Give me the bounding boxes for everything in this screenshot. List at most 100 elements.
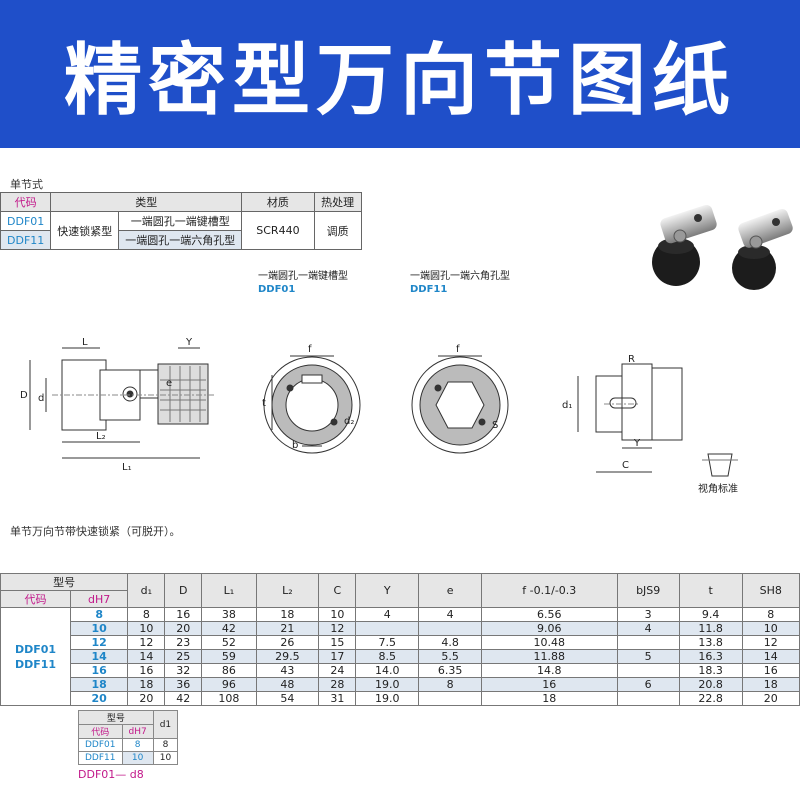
dims-cell-d: 36: [164, 677, 203, 692]
dims-cell-s: 14: [741, 649, 800, 664]
dims-cell-l1: 42: [201, 621, 257, 636]
dims-cell-b: 5: [616, 649, 680, 664]
shaft-end-drawing: R d₁ C Y: [562, 354, 683, 473]
spec-header-type: 类型: [50, 192, 243, 212]
order-example-text: DDF01— d8: [78, 768, 144, 781]
dims-cell-b: [616, 691, 680, 706]
technical-drawings: L Y D d e L₂ L₁ f t b d₂ f S: [20, 337, 738, 495]
dims-cell-l1: 38: [201, 607, 257, 622]
spec-header-code: 代码: [0, 192, 52, 212]
dims-cell-l2: 54: [255, 691, 320, 706]
side-view-drawing: L Y D d e L₂ L₁: [20, 337, 215, 473]
order-row-d1: 10: [152, 751, 179, 765]
caption-keyway: 一端圆孔一端键槽型 DDF01: [258, 270, 348, 296]
dims-cell-c: 10: [318, 607, 357, 622]
dims-cell-y: 7.5: [355, 635, 420, 650]
dims-cell-c: 12: [318, 621, 357, 636]
dims-col-Y: Y: [355, 573, 420, 608]
label-d2: d₂: [344, 416, 354, 427]
title-banner: 精密型万向节图纸: [0, 0, 800, 148]
dims-cell-f: 18: [481, 691, 618, 706]
dimension-table: 型号 d₁ D L₁ L₂ C Y e f -0.1/-0.3 bJS9 t S…: [0, 573, 800, 706]
dims-cell-f: 6.56: [481, 607, 618, 622]
order-row-dh7: 8: [121, 738, 154, 752]
view-angle-label: 视角标准: [698, 482, 738, 495]
dims-cell-c: 15: [318, 635, 357, 650]
dims-cell-l2: 29.5: [255, 649, 320, 664]
order-row-code: DDF01: [78, 738, 123, 752]
order-row-dh7: 10: [121, 751, 154, 765]
front-view-keyway: f t b d₂: [262, 344, 361, 454]
dims-cell-d1: 14: [127, 649, 166, 664]
caption-keyway-code: DDF01: [258, 284, 296, 295]
label-b: b: [292, 440, 298, 451]
dims-cell-d: 23: [164, 635, 203, 650]
dims-col-C: C: [318, 573, 357, 608]
spec-lock-type: 快速锁紧型: [50, 211, 120, 250]
dims-cell-t: 11.8: [678, 621, 743, 636]
dims-cell-d1: 18: [127, 677, 166, 692]
dims-cell-f: 16: [481, 677, 618, 692]
dims-cell-e: 5.5: [418, 649, 482, 664]
dims-cell-y: 19.0: [355, 691, 420, 706]
dims-cell-b: [616, 663, 680, 678]
dims-cell-y: [355, 621, 420, 636]
dims-cell-e: 4: [418, 607, 482, 622]
label-L1: L₁: [122, 462, 132, 473]
dims-cell-d1: 12: [127, 635, 166, 650]
order-row-d1: 8: [152, 738, 179, 752]
caption-keyway-label: 一端圆孔一端键槽型: [258, 271, 348, 282]
dims-cell-d: 25: [164, 649, 203, 664]
label-e: e: [166, 378, 172, 389]
dims-cell-s: 20: [741, 691, 800, 706]
dims-cell-c: 17: [318, 649, 357, 664]
dims-header-code: 代码: [0, 590, 71, 608]
dims-cell-l1: 96: [201, 677, 257, 692]
spec-section-label: 单节式: [10, 178, 43, 191]
label-f-hex: f: [456, 344, 460, 355]
dims-cell-t: 13.8: [678, 635, 743, 650]
dims-cell-y: 14.0: [355, 663, 420, 678]
dims-cell-l2: 21: [255, 621, 320, 636]
spec-code-ddf11: DDF11: [0, 230, 52, 250]
label-C: C: [622, 460, 629, 471]
view-angle-symbol: 视角标准: [698, 453, 738, 495]
dims-cell-b: 3: [616, 607, 680, 622]
dims-size: 8: [69, 607, 129, 622]
label-f-keyway: f: [308, 344, 312, 355]
dims-cell-d: 16: [164, 607, 203, 622]
label-Y: Y: [185, 337, 193, 348]
dims-cell-b: 6: [616, 677, 680, 692]
dims-col-b: bJS9: [616, 573, 680, 608]
label-R: R: [628, 354, 635, 365]
dims-cell-c: 24: [318, 663, 357, 678]
dims-cell-e: [418, 621, 482, 636]
dims-cell-t: 18.3: [678, 663, 743, 678]
dims-cell-s: 10: [741, 621, 800, 636]
dims-cell-l1: 108: [201, 691, 257, 706]
dims-cell-l2: 48: [255, 677, 320, 692]
dims-col-D: D: [164, 573, 203, 608]
dims-size: 18: [69, 677, 129, 692]
spec-header-material: 材质: [241, 192, 315, 212]
banner-title: 精密型万向节图纸: [63, 36, 736, 126]
label-L: L: [82, 337, 88, 348]
dims-cell-f: 11.88: [481, 649, 618, 664]
joint-photo-left: [652, 204, 717, 286]
dims-col-L1: L₁: [201, 573, 257, 608]
dims-cell-e: 6.35: [418, 663, 482, 678]
dims-cell-e: 8: [418, 677, 482, 692]
dims-col-f: f -0.1/-0.3: [481, 573, 618, 608]
dims-cell-y: 4: [355, 607, 420, 622]
dims-cell-e: [418, 691, 482, 706]
product-photo: [652, 204, 793, 290]
order-header-dh7: dH7: [121, 724, 154, 739]
dims-cell-f: 9.06: [481, 621, 618, 636]
dims-cell-f: 10.48: [481, 635, 618, 650]
dims-cell-d: 20: [164, 621, 203, 636]
dims-col-L2: L₂: [255, 573, 320, 608]
